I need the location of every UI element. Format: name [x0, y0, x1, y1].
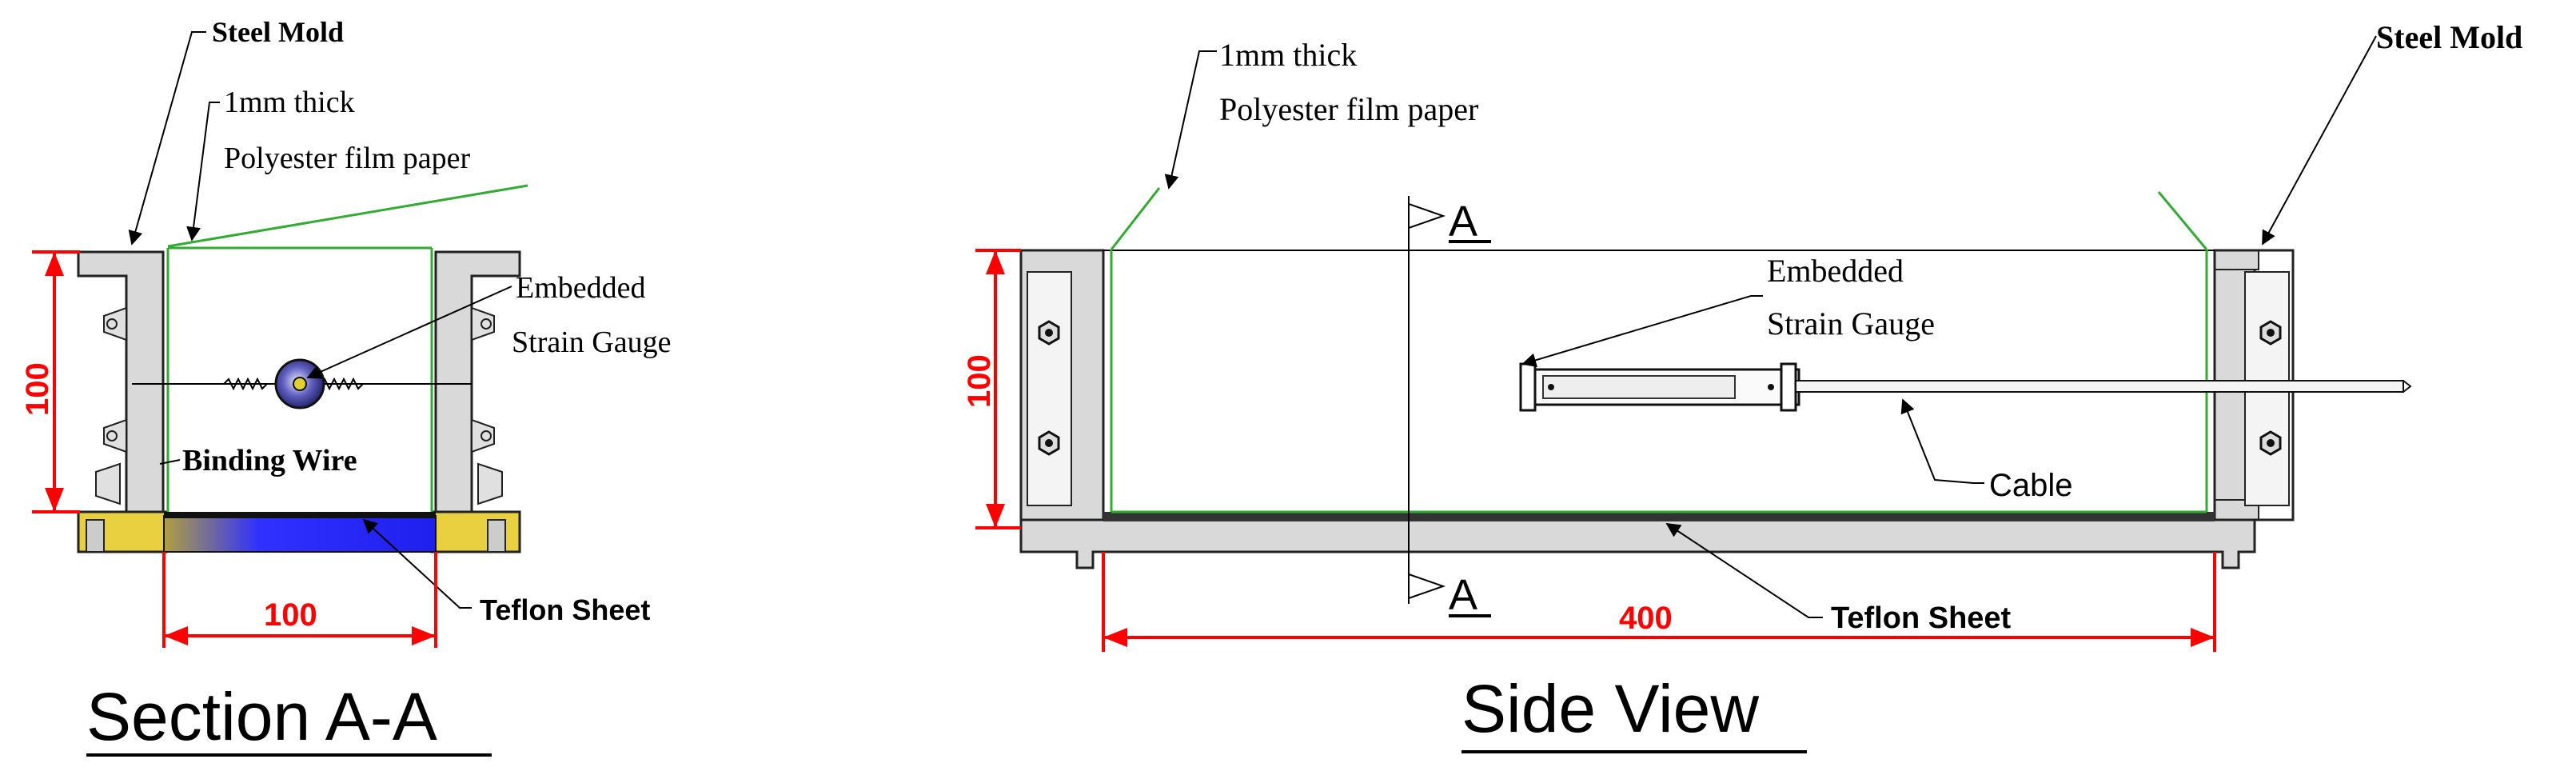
side-gauge-label-2: Strain Gauge	[1767, 306, 1935, 342]
side-base-plate	[1019, 518, 2256, 569]
side-length-value: 400	[1619, 601, 1673, 636]
section-right-clamps	[471, 306, 503, 505]
side-cable-label: Cable	[1989, 468, 2073, 503]
side-teflon-label: Teflon Sheet	[1831, 601, 2012, 635]
side-film-label-1: 1mm thick	[1219, 37, 1357, 73]
side-section-marker-top: A	[1449, 198, 1477, 246]
section-left-clamps	[95, 306, 127, 505]
section-right-base-plate	[430, 510, 521, 553]
section-height-value: 100	[20, 362, 55, 416]
section-title: Section A-A	[86, 679, 437, 754]
section-film-label-1: 1mm thick	[224, 86, 355, 119]
section-film-label-2: Polyester film paper	[224, 142, 470, 175]
side-film-label-2: Polyester film paper	[1219, 91, 1478, 127]
section-teflon-label: Teflon Sheet	[480, 593, 650, 626]
section-polyester-film	[166, 246, 433, 512]
side-height-dimension: 100	[962, 249, 1021, 529]
section-steel-mold-label: Steel Mold	[212, 16, 344, 48]
side-cable	[1795, 380, 2412, 393]
side-steel-mold-label: Steel Mold	[2376, 19, 2522, 55]
section-teflon-sheet	[163, 515, 437, 553]
side-title: Side View	[1461, 671, 1759, 746]
side-bolts	[1038, 320, 2282, 456]
side-strain-gauge	[1519, 362, 1800, 412]
side-height-value: 100	[962, 354, 997, 408]
side-view: A A 1mm thick Polyester film paper Ste	[962, 19, 2522, 753]
side-length-dimension: 400	[1102, 552, 2216, 652]
section-height-dimension: 100	[20, 250, 80, 513]
section-view: Steel Mold 1mm thick Polyester film pape…	[20, 16, 671, 757]
section-gauge-label-1: Embedded	[516, 271, 646, 305]
side-teflon-sheet	[1103, 512, 2215, 521]
section-width-value: 100	[264, 597, 317, 633]
side-gauge-label-1: Embedded	[1767, 253, 1904, 289]
section-width-dimension: 100	[162, 552, 437, 648]
section-gauge-label-2: Strain Gauge	[512, 326, 671, 359]
side-section-cut-line: A A	[1408, 196, 1491, 619]
section-binding-wire-label: Binding Wire	[182, 444, 357, 477]
side-section-marker-bottom: A	[1449, 571, 1477, 619]
